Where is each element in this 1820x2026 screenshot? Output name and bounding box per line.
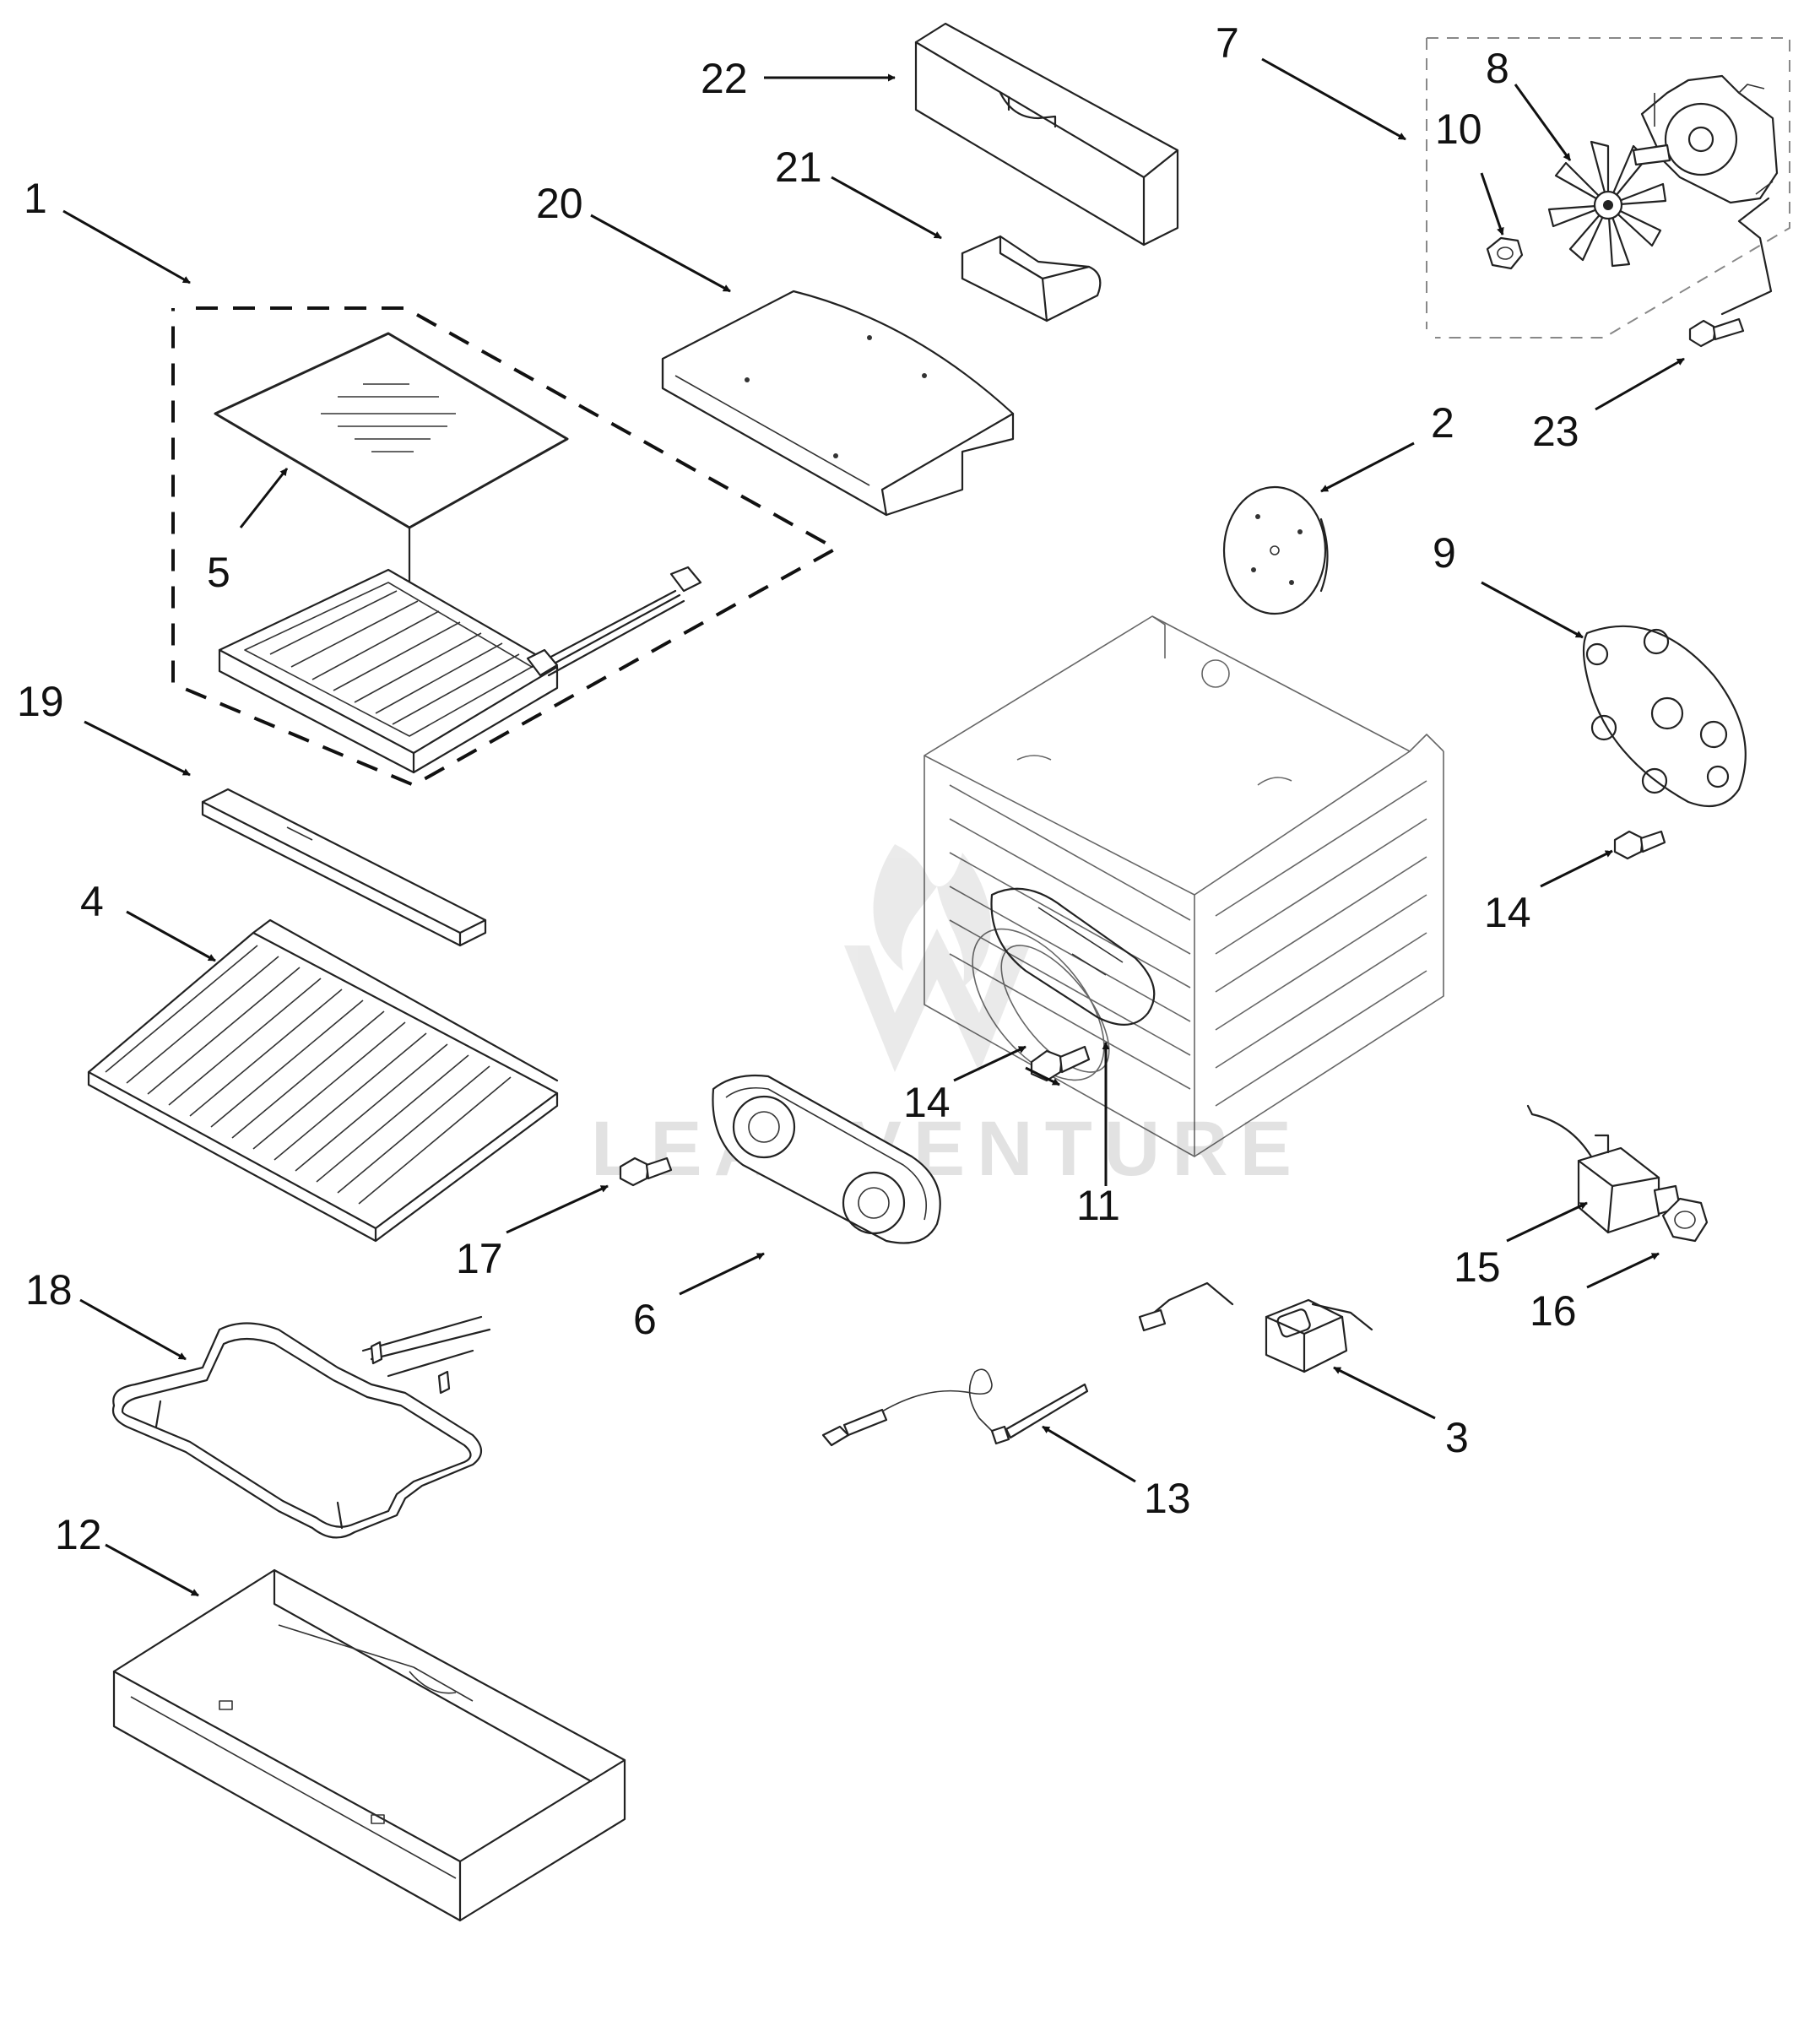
leader-7 bbox=[1261, 57, 1406, 141]
part-2-disk bbox=[1222, 485, 1329, 615]
leader-5 bbox=[239, 468, 289, 528]
callout-8: 8 bbox=[1486, 45, 1509, 92]
part-9-gasket bbox=[1582, 625, 1747, 808]
leader-14-middle bbox=[953, 1045, 1026, 1082]
watermark-text: LEADVENTURE bbox=[591, 1106, 1303, 1192]
callout-9: 9 bbox=[1433, 529, 1456, 577]
callout-19: 19 bbox=[17, 678, 64, 725]
callout-18: 18 bbox=[25, 1266, 73, 1314]
part-11-convection-element bbox=[990, 887, 1156, 1026]
callout-4: 4 bbox=[80, 878, 104, 925]
part-14-screw-middle bbox=[1030, 1045, 1091, 1082]
part-14-screw-right bbox=[1613, 830, 1666, 860]
part-17-screw bbox=[619, 1157, 673, 1187]
leader-3 bbox=[1333, 1366, 1436, 1420]
callout-2: 2 bbox=[1431, 399, 1454, 447]
callout-3: 3 bbox=[1445, 1414, 1469, 1461]
callout-15: 15 bbox=[1454, 1243, 1501, 1291]
part-22-cover bbox=[914, 22, 1179, 246]
leader-2 bbox=[1320, 441, 1415, 493]
part-6-convection-cover bbox=[712, 1074, 941, 1244]
leader-19 bbox=[84, 720, 191, 777]
leader-9 bbox=[1481, 581, 1584, 639]
part-19-trim-strip bbox=[201, 788, 487, 947]
part-4-oven-rack bbox=[87, 918, 559, 1243]
part-12-drawer-tray bbox=[112, 1568, 626, 1922]
part-10-nut bbox=[1486, 236, 1524, 270]
part-3-sensor bbox=[1138, 1281, 1373, 1373]
leader-14-right bbox=[1540, 849, 1613, 888]
callout-12: 12 bbox=[55, 1511, 102, 1558]
callout-20: 20 bbox=[536, 180, 583, 227]
callout-7: 7 bbox=[1216, 19, 1239, 67]
callout-14-middle: 14 bbox=[903, 1079, 951, 1126]
part-8-fan-blade bbox=[1547, 140, 1667, 268]
oven-cavity bbox=[924, 615, 1444, 1157]
watermark: LEADVENTURE bbox=[591, 844, 1303, 1192]
leader-10 bbox=[1480, 172, 1504, 236]
part-16-nut bbox=[1661, 1197, 1709, 1243]
callout-5: 5 bbox=[207, 549, 230, 596]
part-21-bracket bbox=[961, 235, 1102, 322]
part-1-outline bbox=[171, 306, 840, 788]
leader-15 bbox=[1506, 1201, 1588, 1243]
callout-10: 10 bbox=[1435, 106, 1482, 153]
leader-4 bbox=[126, 910, 216, 962]
part-13-meat-probe bbox=[821, 1368, 1089, 1447]
leader-23 bbox=[1595, 357, 1685, 411]
callout-11: 11 bbox=[1076, 1182, 1120, 1229]
leader-12 bbox=[105, 1543, 199, 1597]
callout-17: 17 bbox=[456, 1235, 503, 1282]
part-23-screw bbox=[1688, 317, 1745, 348]
leader-13 bbox=[1042, 1425, 1136, 1483]
leader-18 bbox=[79, 1298, 187, 1361]
leader-14-tick bbox=[1025, 1066, 1060, 1086]
callout-numbers: 1 2 3 4 5 6 7 8 9 10 11 12 13 14 14 15 1… bbox=[17, 19, 1579, 1558]
callout-22: 22 bbox=[701, 55, 748, 102]
callout-16: 16 bbox=[1530, 1287, 1577, 1335]
leader-lines bbox=[62, 57, 1685, 1597]
leader-8 bbox=[1514, 84, 1572, 161]
part-7-motor-assembly bbox=[1426, 37, 1790, 339]
part-20-shield bbox=[661, 290, 1015, 517]
leader-16 bbox=[1586, 1252, 1660, 1289]
part-15-switch bbox=[1526, 1104, 1682, 1234]
leader-1 bbox=[62, 209, 191, 284]
leader-6 bbox=[679, 1252, 765, 1296]
motor bbox=[1632, 74, 1779, 204]
part-1-bake-element bbox=[218, 566, 702, 774]
motor-wire bbox=[1720, 197, 1773, 316]
leader-21 bbox=[831, 176, 942, 240]
leader-20 bbox=[590, 214, 731, 293]
callout-13: 13 bbox=[1144, 1475, 1191, 1522]
callout-23: 23 bbox=[1532, 408, 1579, 455]
part-18-broil-element bbox=[111, 1315, 491, 1539]
leader-17 bbox=[506, 1184, 609, 1234]
callout-14-right: 14 bbox=[1484, 889, 1531, 936]
callout-1: 1 bbox=[24, 175, 47, 222]
callout-6: 6 bbox=[633, 1296, 657, 1343]
callout-21: 21 bbox=[775, 144, 822, 191]
